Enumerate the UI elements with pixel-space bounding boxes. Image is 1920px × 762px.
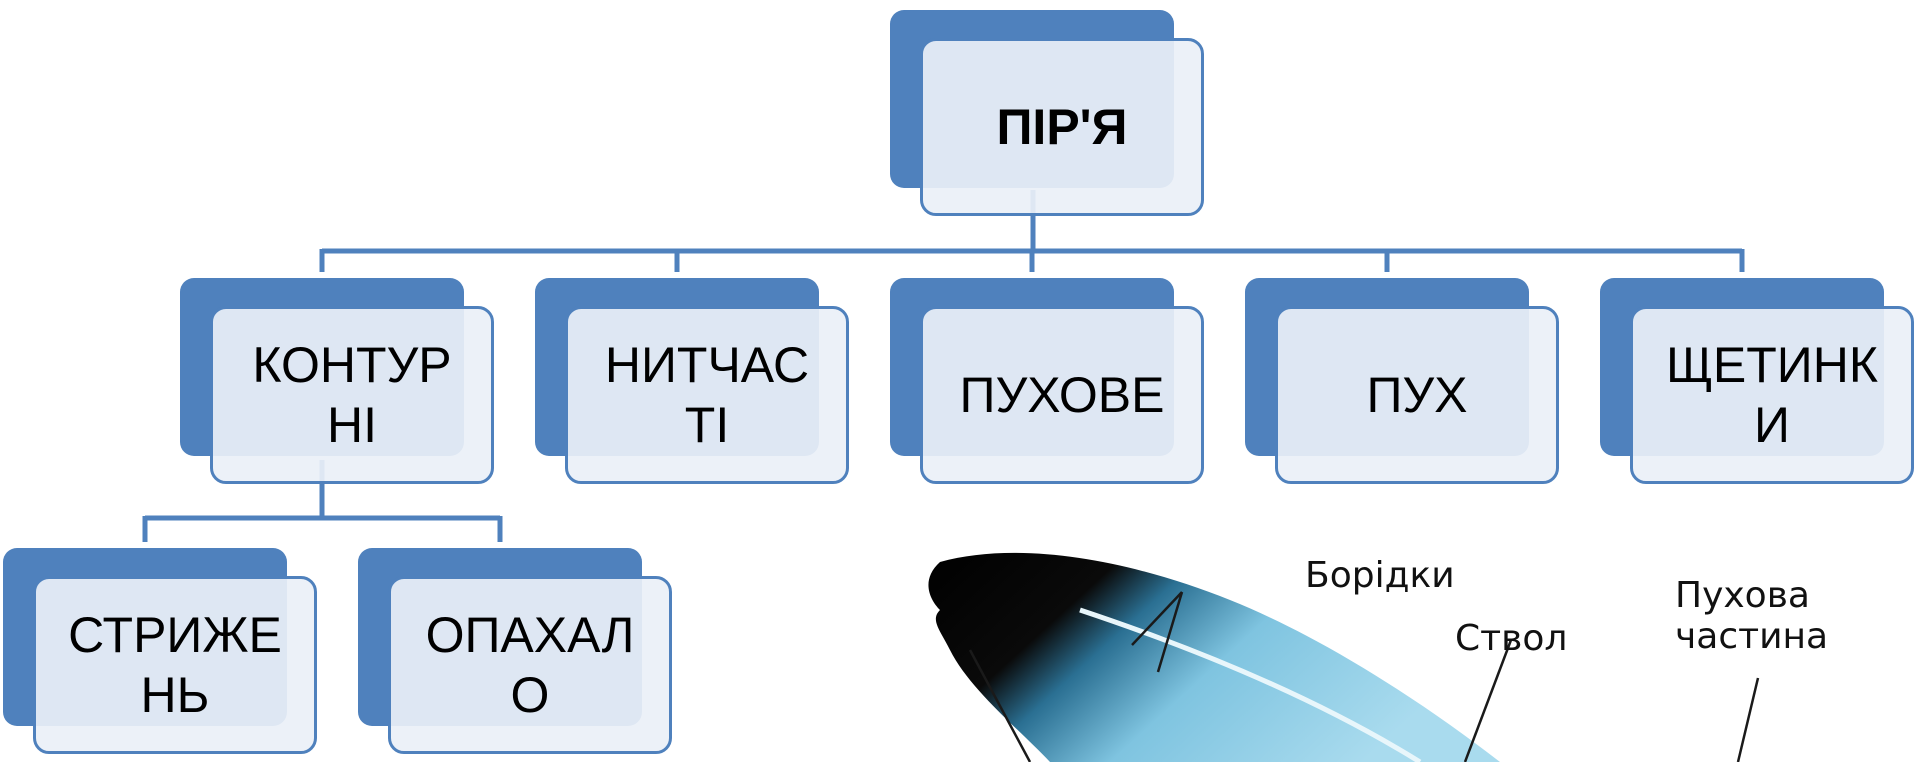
node-filoplume-box: НИТЧАС ТІ <box>565 306 849 484</box>
label-down-part-line-1: Пухова <box>1675 575 1810 616</box>
label-rachis: Ствол <box>1455 618 1568 659</box>
node-down-label: ПУХ <box>1366 367 1468 423</box>
node-root-feathers: ПІР'Я <box>890 10 1210 220</box>
node-shaft-line-2: НЬ <box>140 667 210 723</box>
node-shaft-line-1: СТРИЖЕ <box>68 607 282 663</box>
node-bristle-line-1: ЩЕТИНК <box>1666 337 1878 393</box>
node-bristle-box: ЩЕТИНК И <box>1630 306 1914 484</box>
node-shaft-label: СТРИЖЕ НЬ <box>68 605 282 725</box>
node-root-box: ПІР'Я <box>920 38 1204 216</box>
node-filoplume: НИТЧАС ТІ <box>535 278 855 488</box>
node-filoplume-line-2: ТІ <box>684 397 730 453</box>
pointer-barbs-2 <box>1156 591 1184 673</box>
label-barbs: Борідки <box>1305 555 1455 596</box>
node-filoplume-line-1: НИТЧАС <box>604 337 810 393</box>
node-down: ПУХ <box>1245 278 1565 488</box>
label-down-part: Пухова частина <box>1675 575 1828 658</box>
feather-illustration <box>928 552 1760 762</box>
pointer-tip <box>968 649 1032 762</box>
pointer-barbs-1 <box>1131 591 1183 646</box>
node-shaft-box: СТРИЖЕ НЬ <box>33 576 317 754</box>
node-semiplume: ПУХОВЕ <box>890 278 1210 488</box>
pointer-down-part <box>1736 677 1760 762</box>
node-filoplume-label: НИТЧАС ТІ <box>605 335 809 455</box>
node-vane-line-2: О <box>510 667 550 723</box>
node-vane-label: ОПАХАЛ О <box>426 605 635 725</box>
node-shaft: СТРИЖЕ НЬ <box>3 548 323 758</box>
node-contour-line-1: КОНТУР <box>252 337 452 393</box>
node-contour-label: КОНТУР НІ <box>252 335 451 455</box>
node-bristle-line-2: И <box>1754 397 1790 453</box>
node-contour: КОНТУР НІ <box>180 278 500 488</box>
node-bristle-label: ЩЕТИНК И <box>1666 335 1878 455</box>
node-down-box: ПУХ <box>1275 306 1559 484</box>
node-bristle: ЩЕТИНК И <box>1600 278 1920 488</box>
node-semiplume-label: ПУХОВЕ <box>959 367 1165 423</box>
pointer-rachis <box>1463 639 1513 762</box>
node-root-label: ПІР'Я <box>996 99 1128 155</box>
node-vane-line-1: ОПАХАЛ <box>425 607 635 663</box>
node-contour-line-2: НІ <box>327 397 377 453</box>
node-contour-box: КОНТУР НІ <box>210 306 494 484</box>
node-semiplume-box: ПУХОВЕ <box>920 306 1204 484</box>
label-down-part-line-2: частина <box>1675 616 1829 658</box>
node-vane-box: ОПАХАЛ О <box>388 576 672 754</box>
feather-rachis-line <box>1079 607 1422 762</box>
node-vane: ОПАХАЛ О <box>358 548 678 758</box>
